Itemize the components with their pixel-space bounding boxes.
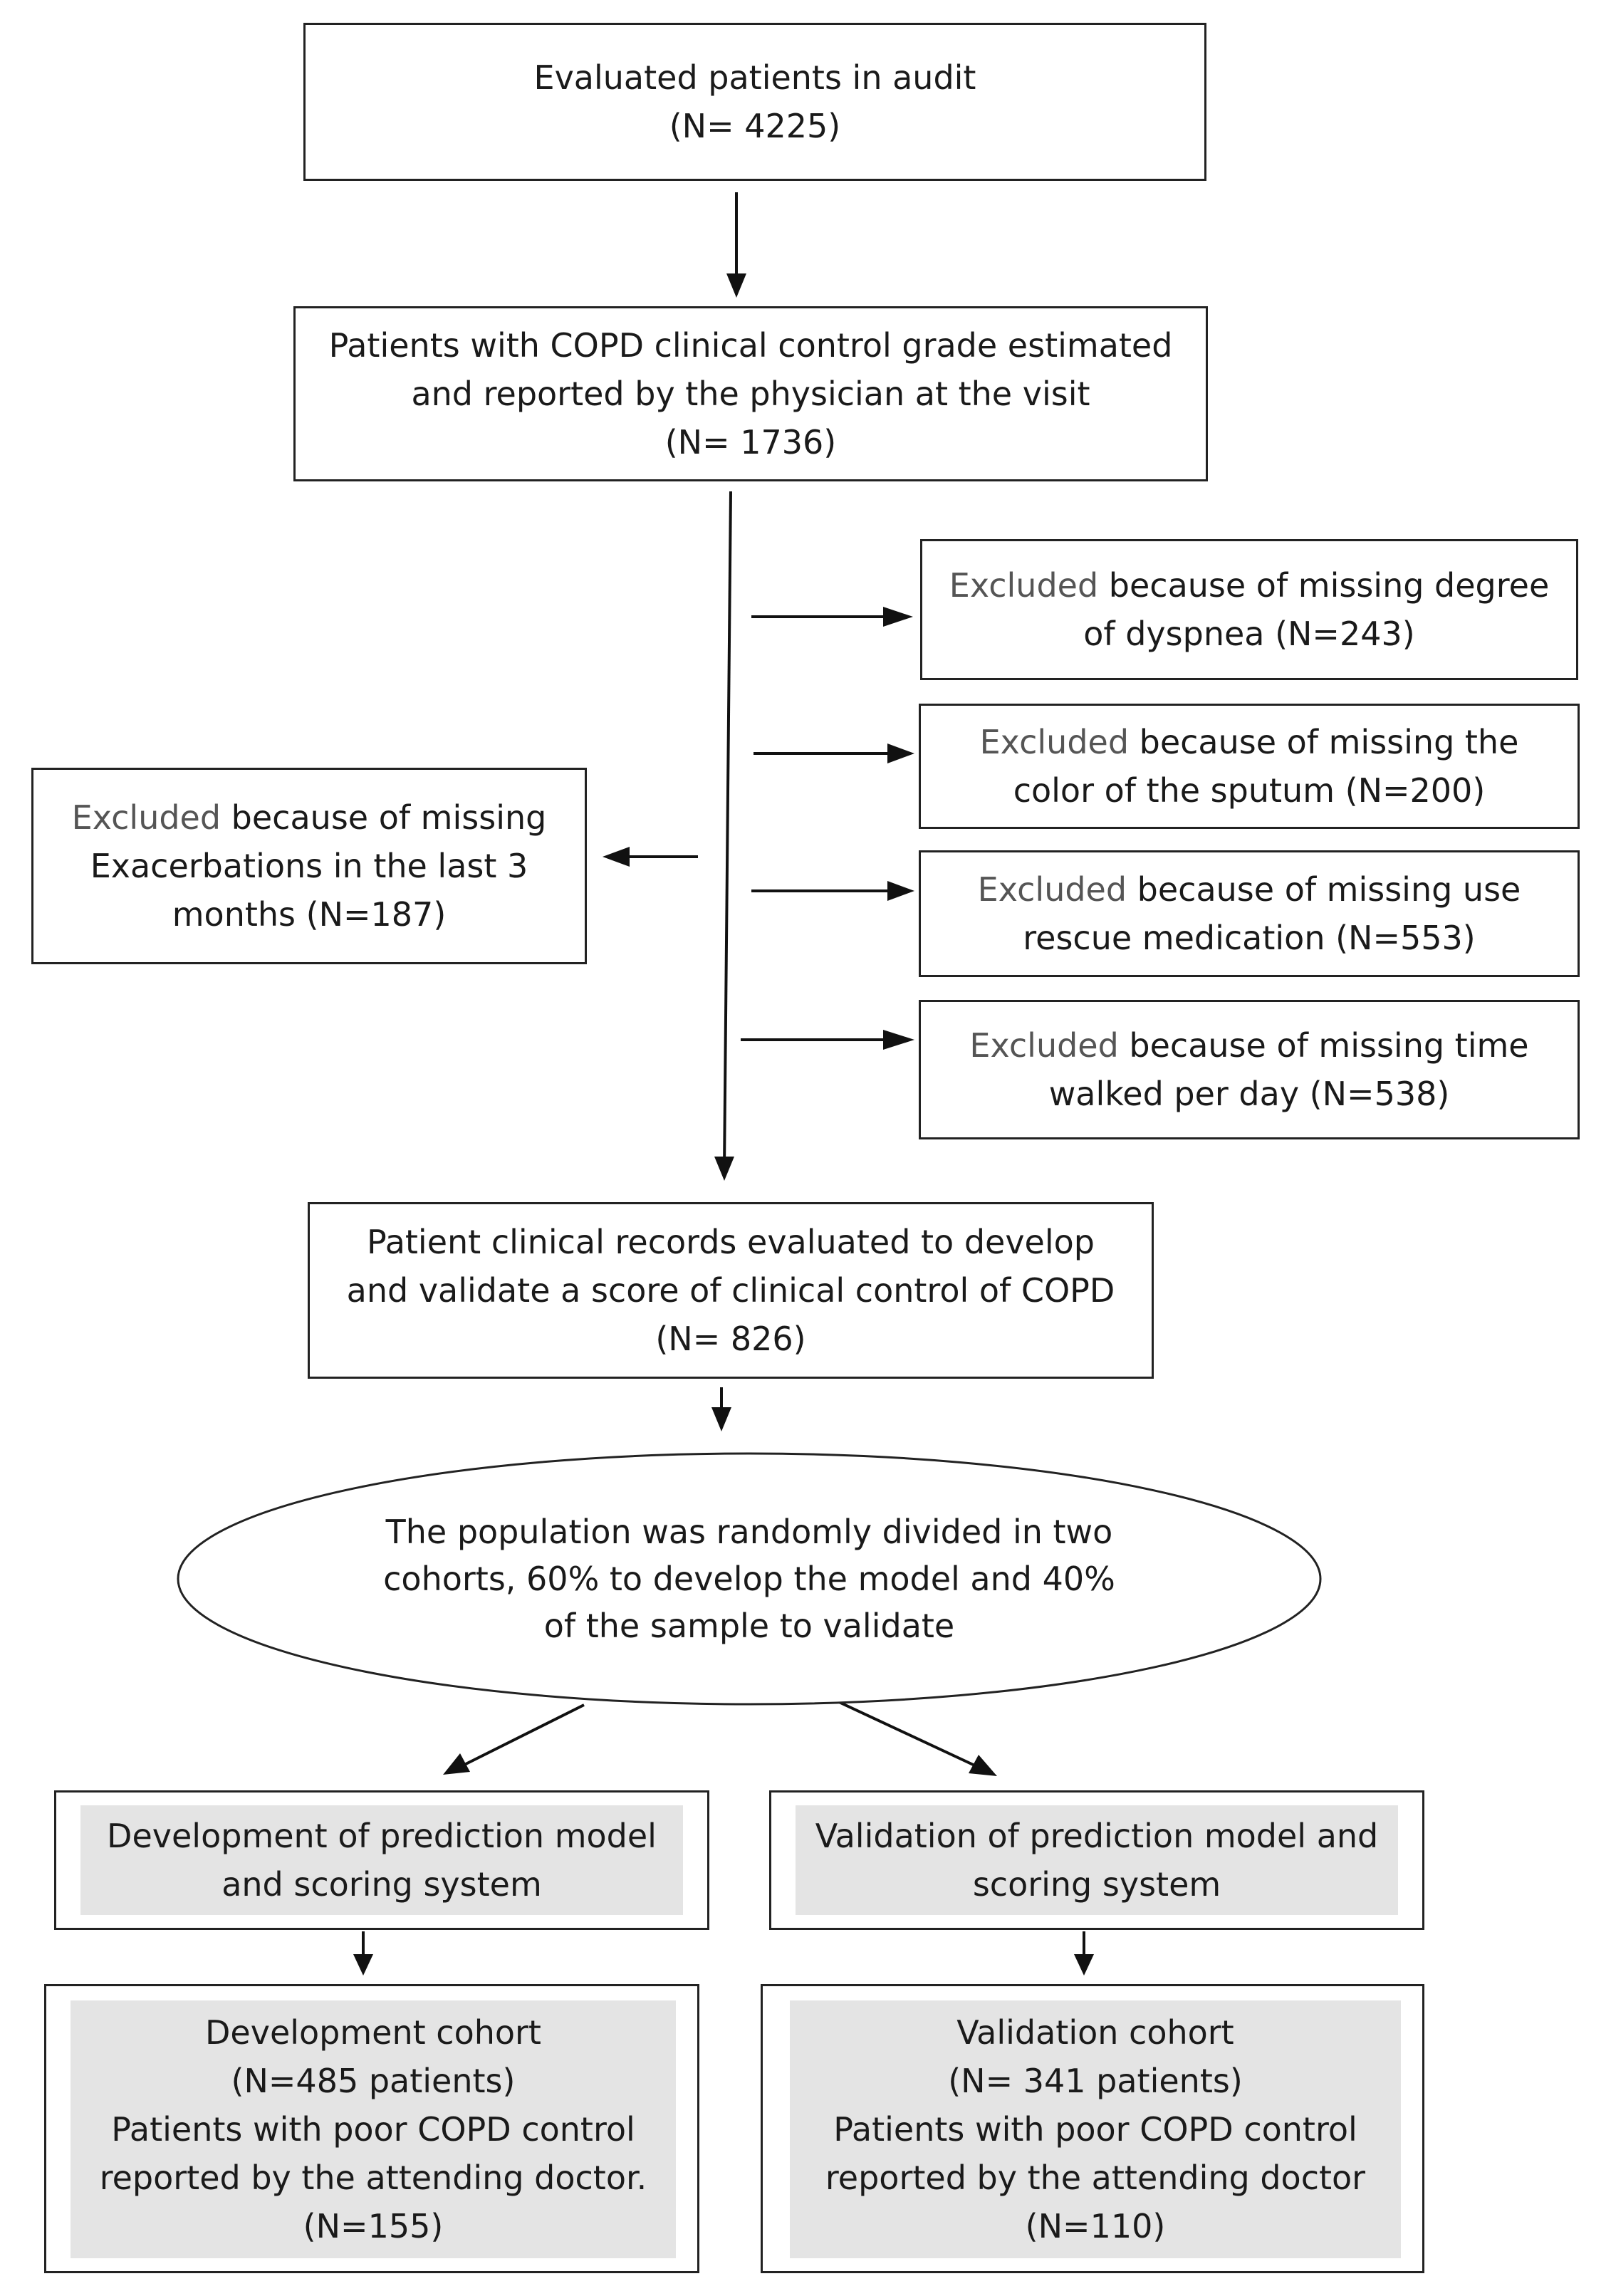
reason-text: because of missing bbox=[221, 798, 547, 837]
box-validation-cohort: Validation cohort (N= 341 patients) Pati… bbox=[761, 1984, 1424, 2273]
cohort-poor-count: (N=155) bbox=[303, 2207, 444, 2245]
box-text: Excluded because of missing the bbox=[980, 718, 1519, 766]
excluded-label: Excluded bbox=[969, 1026, 1119, 1065]
box-text: Excluded because of missing bbox=[72, 793, 547, 842]
ellipse-line: cohorts, 60% to develop the model and 40… bbox=[383, 1560, 1115, 1598]
shaded-panel: Validation of prediction model and scori… bbox=[796, 1805, 1398, 1915]
box-excluded-sputum: Excluded because of missing the color of… bbox=[919, 704, 1580, 829]
box-text: Patients with poor COPD control bbox=[111, 2110, 635, 2149]
box-excluded-exacerbations: Excluded because of missing Exacerbation… bbox=[31, 768, 587, 964]
arrowhead bbox=[714, 1157, 734, 1181]
cohort-title: Validation cohort bbox=[956, 2013, 1234, 2052]
box-text: rescue medication (N=553) bbox=[1023, 919, 1476, 957]
arrow-control-to-records bbox=[723, 491, 732, 1169]
box-count: (N= 1736) bbox=[664, 423, 837, 461]
box-text: Patients with poor COPD control bbox=[833, 2110, 1357, 2149]
reason-text: because of missing the bbox=[1129, 723, 1519, 761]
arrowhead bbox=[443, 1753, 470, 1775]
box-text: Excluded because of missing use bbox=[978, 865, 1521, 914]
box-text: months (N=187) bbox=[172, 895, 447, 934]
box-text: Evaluated patients in audit bbox=[533, 58, 976, 97]
box-evaluated-patients: Evaluated patients in audit (N= 4225) bbox=[303, 23, 1206, 181]
box-validation-model: Validation of prediction model and scori… bbox=[769, 1790, 1424, 1930]
box-text: Patients with COPD clinical control grad… bbox=[328, 326, 1173, 365]
reason-text: because of missing use bbox=[1127, 870, 1521, 909]
box-text: scoring system bbox=[972, 1865, 1221, 1904]
cohort-title: Development cohort bbox=[205, 2013, 541, 2052]
box-text: reported by the attending doctor. bbox=[99, 2159, 647, 2197]
arrowhead bbox=[887, 881, 914, 901]
excluded-label: Excluded bbox=[949, 566, 1099, 605]
box-text: and validate a score of clinical control… bbox=[346, 1271, 1115, 1310]
cohort-count: (N=485 patients) bbox=[231, 2062, 516, 2100]
box-control-grade: Patients with COPD clinical control grad… bbox=[293, 306, 1208, 481]
arrowhead bbox=[726, 273, 746, 298]
box-text: and reported by the physician at the vis… bbox=[411, 375, 1090, 413]
box-development-model: Development of prediction model and scor… bbox=[54, 1790, 709, 1930]
arrowhead bbox=[969, 1755, 997, 1776]
reason-text: because of missing degree bbox=[1098, 566, 1550, 605]
box-text: Exacerbations in the last 3 bbox=[90, 847, 528, 885]
box-text: Development of prediction model bbox=[107, 1817, 657, 1855]
box-text: Validation of prediction model and bbox=[815, 1817, 1379, 1855]
box-development-cohort: Development cohort (N=485 patients) Pati… bbox=[44, 1984, 699, 2273]
arrowhead bbox=[711, 1407, 731, 1431]
excluded-label: Excluded bbox=[977, 870, 1127, 909]
excluded-label: Excluded bbox=[979, 723, 1130, 761]
box-text: Patient clinical records evaluated to de… bbox=[367, 1223, 1095, 1261]
arrowheads bbox=[353, 273, 1094, 1976]
box-clinical-records: Patient clinical records evaluated to de… bbox=[308, 1202, 1154, 1379]
shaded-panel: Validation cohort (N= 341 patients) Pati… bbox=[790, 2000, 1401, 2258]
box-text: Excluded because of missing time bbox=[969, 1021, 1528, 1070]
box-excluded-dyspnea: Excluded because of missing degree of dy… bbox=[920, 539, 1578, 680]
box-text: walked per day (N=538) bbox=[1048, 1075, 1450, 1113]
shaded-panel: Development cohort (N=485 patients) Pati… bbox=[71, 2000, 676, 2258]
excluded-label: Excluded bbox=[71, 798, 221, 837]
arrowhead bbox=[883, 607, 913, 627]
cohort-count: (N= 341 patients) bbox=[948, 2062, 1243, 2100]
arrowhead bbox=[883, 1030, 914, 1050]
arrowhead bbox=[1074, 1954, 1094, 1976]
ellipse-line: The population was randomly divided in t… bbox=[385, 1513, 1113, 1551]
box-text: Excluded because of missing degree bbox=[949, 561, 1550, 610]
box-count: (N= 4225) bbox=[669, 107, 841, 145]
arrow-division-to-validation bbox=[838, 1701, 980, 1769]
reason-text: because of missing time bbox=[1118, 1026, 1529, 1065]
box-text: color of the sputum (N=200) bbox=[1013, 771, 1486, 810]
shaded-panel: Development of prediction model and scor… bbox=[80, 1805, 683, 1915]
box-text: and scoring system bbox=[221, 1865, 542, 1904]
cohort-poor-count: (N=110) bbox=[1025, 2207, 1166, 2245]
box-text: reported by the attending doctor bbox=[825, 2159, 1366, 2197]
division-text: The population was randomly divided in t… bbox=[249, 1493, 1249, 1665]
ellipse-line: of the sample to validate bbox=[543, 1607, 955, 1645]
box-excluded-time-walked: Excluded because of missing time walked … bbox=[919, 1000, 1580, 1139]
arrowhead bbox=[353, 1954, 373, 1976]
arrowhead bbox=[887, 743, 914, 763]
box-excluded-rescue-medication: Excluded because of missing use rescue m… bbox=[919, 850, 1580, 977]
box-text: of dyspnea (N=243) bbox=[1083, 615, 1415, 653]
arrow-division-to-development bbox=[455, 1703, 585, 1770]
box-count: (N= 826) bbox=[655, 1320, 806, 1358]
division-ellipse bbox=[177, 1452, 1322, 1706]
arrowhead bbox=[603, 847, 630, 867]
